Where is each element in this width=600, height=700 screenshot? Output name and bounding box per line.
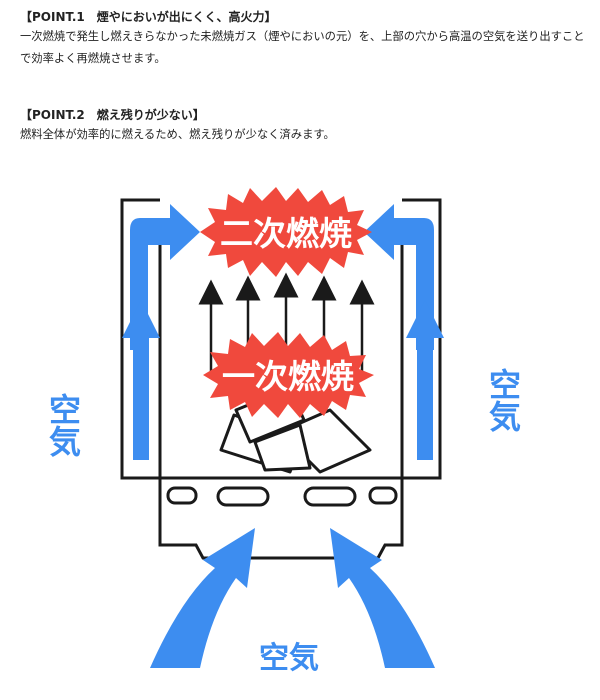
air-label-right: 空気: [484, 368, 522, 432]
vent-slot: [368, 486, 398, 505]
bottom-left-air-arrow: [150, 528, 255, 668]
point-1-body: 一次燃焼で発生し燃えきらなかった未燃焼ガス（煙やにおいの元）を、上部の穴から高温…: [20, 30, 585, 65]
primary-combustion-label: 一次燃焼: [222, 357, 354, 396]
vent-slot: [303, 486, 357, 507]
point-2: 【POINT.2 燃え残りが少ない】 燃料全体が効率的に燃えるため、燃え残りが少…: [20, 106, 590, 146]
left-wall-lower-air-arrow: [122, 300, 160, 460]
bottom-right-air-arrow: [330, 528, 435, 668]
right-wall-air-arrow: [364, 204, 434, 350]
point-1: 【POINT.1 煙やにおいが出にくく、高火力】 一次燃焼で発生し燃えきらなかっ…: [20, 8, 590, 70]
right-wall-lower-air-arrow: [406, 300, 444, 460]
air-label-left-top: 空気: [44, 393, 82, 457]
secondary-combustion-label: 二次燃焼: [220, 214, 352, 253]
point-2-title: 【POINT.2 燃え残りが少ない】: [20, 108, 205, 122]
point-2-body: 燃料全体が効率的に燃えるため、燃え残りが少なく済みます。: [20, 128, 335, 141]
point-1-title: 【POINT.1 煙やにおいが出にくく、高火力】: [20, 10, 277, 24]
air-label-bottom: 空気: [259, 641, 319, 676]
stove-base: [158, 478, 404, 560]
vent-slot: [166, 486, 198, 505]
secondary-combustion-burst: 二次燃焼: [200, 187, 372, 277]
vent-slot: [216, 486, 270, 507]
primary-combustion-burst: 一次燃焼: [203, 332, 374, 418]
